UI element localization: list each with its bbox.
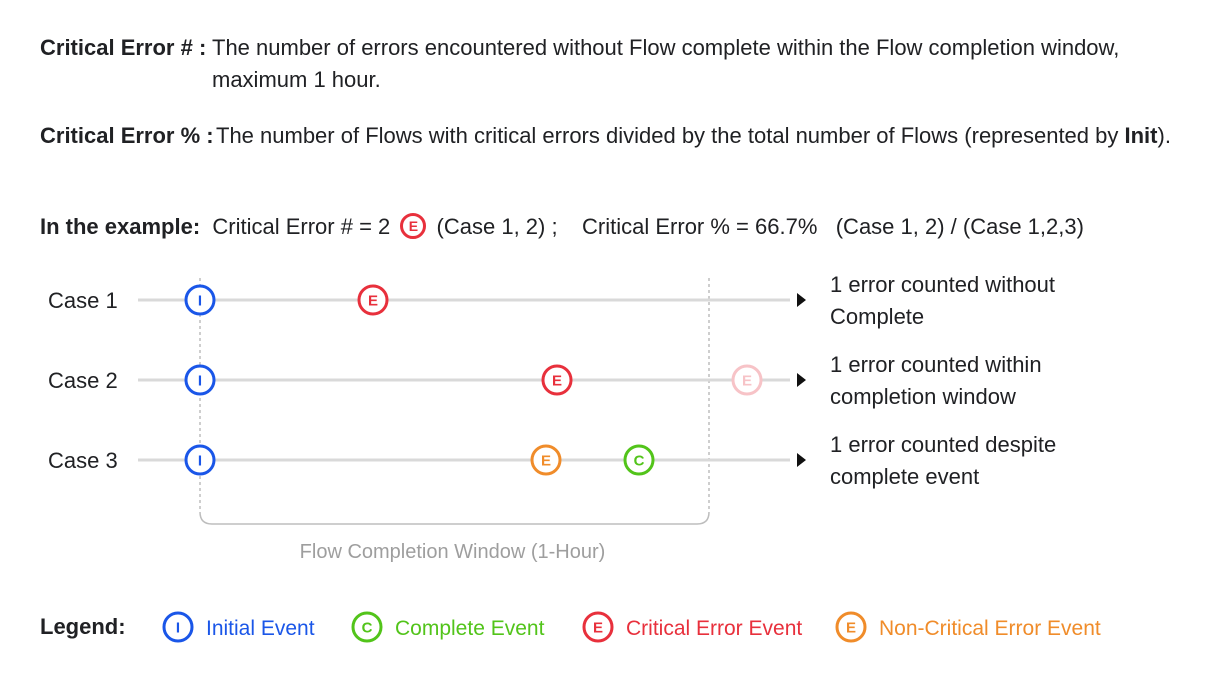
legend-icon-letter: E <box>593 620 603 637</box>
case-label: Case 3 <box>48 448 118 473</box>
initial-event-letter: I <box>198 293 202 310</box>
legend-icon-letter: E <box>846 620 856 637</box>
legend-item-label: Critical Error Event <box>626 617 802 640</box>
legend-title: Legend: <box>40 614 126 639</box>
critical-error-percent-term: Critical Error % : <box>40 123 214 148</box>
critical-error-count-definition: Critical Error # : The number of errors … <box>40 32 1190 96</box>
case-note-line: 1 error counted within <box>830 352 1042 377</box>
window-label: Flow Completion Window (1-Hour) <box>300 541 606 563</box>
initial-event-icon <box>184 284 216 316</box>
critical-error-badge-icon: E <box>400 213 427 240</box>
noncritical-event-icon <box>530 444 562 476</box>
critical-error-percent-text: The number of Flows with critical errors… <box>216 120 1200 152</box>
legend-icon-letter: I <box>176 620 180 637</box>
case-label: Case 2 <box>48 368 118 393</box>
critical-error-percent-definition: Critical Error % : The number of Flows w… <box>40 120 1200 184</box>
legend-complete-eventicon <box>351 611 383 643</box>
legend-initial-eventicon <box>162 611 194 643</box>
critical-event-icon <box>357 284 389 316</box>
legend-item-label: Initial Event <box>206 617 315 640</box>
legend-item-label: Non-Critical Error Event <box>879 617 1101 640</box>
initial-event-icon <box>184 444 216 476</box>
example-count-cases: (Case 1, 2) ; <box>436 214 558 239</box>
case-label: Case 1 <box>48 288 118 313</box>
critical-faded-event-letter: E <box>742 373 752 390</box>
legend-non-critical-error-eventicon <box>835 611 867 643</box>
example-percent-cases: (Case 1, 2) / (Case 1,2,3) <box>835 214 1084 239</box>
example-summary: In the example: Critical Error # = 2 E (… <box>40 211 1084 243</box>
legend-critical-error-eventicon <box>582 611 614 643</box>
noncritical-event-letter: E <box>541 453 551 470</box>
critical-event-letter: E <box>552 373 562 390</box>
arrow-icon <box>797 453 806 467</box>
percent-text-before: The number of Flows with critical errors… <box>216 123 1125 148</box>
case-note-line: completion window <box>830 384 1016 409</box>
initial-event-letter: I <box>198 453 202 470</box>
case-note-line: 1 error counted without <box>830 272 1055 297</box>
arrow-icon <box>797 293 806 307</box>
critical-error-count-text: The number of errors encountered without… <box>212 35 1120 92</box>
critical-event-letter: E <box>368 293 378 310</box>
initial-event-icon <box>184 364 216 396</box>
initial-event-letter: I <box>198 373 202 390</box>
arrow-icon <box>797 373 806 387</box>
percent-text-after: ). <box>1157 123 1171 148</box>
critical-event-icon <box>541 364 573 396</box>
example-count-text: Critical Error # = 2 <box>212 214 391 239</box>
case-note-line: complete event <box>830 464 979 489</box>
window-bracket <box>199 511 710 525</box>
percent-text-init: Init <box>1124 123 1158 148</box>
example-percent-text: Critical Error % = 66.7% <box>582 214 818 239</box>
case-note-line: Complete <box>830 304 924 329</box>
complete-event-icon <box>623 444 655 476</box>
critical-faded-event-icon <box>731 364 763 396</box>
example-label: In the example: <box>40 214 201 239</box>
complete-event-letter: C <box>634 453 645 470</box>
legend-item-label: Complete Event <box>395 617 545 640</box>
case-note-line: 1 error counted despite <box>830 432 1056 457</box>
critical-error-count-term: Critical Error # : <box>40 35 207 60</box>
legend-icon-letter: C <box>362 620 373 637</box>
